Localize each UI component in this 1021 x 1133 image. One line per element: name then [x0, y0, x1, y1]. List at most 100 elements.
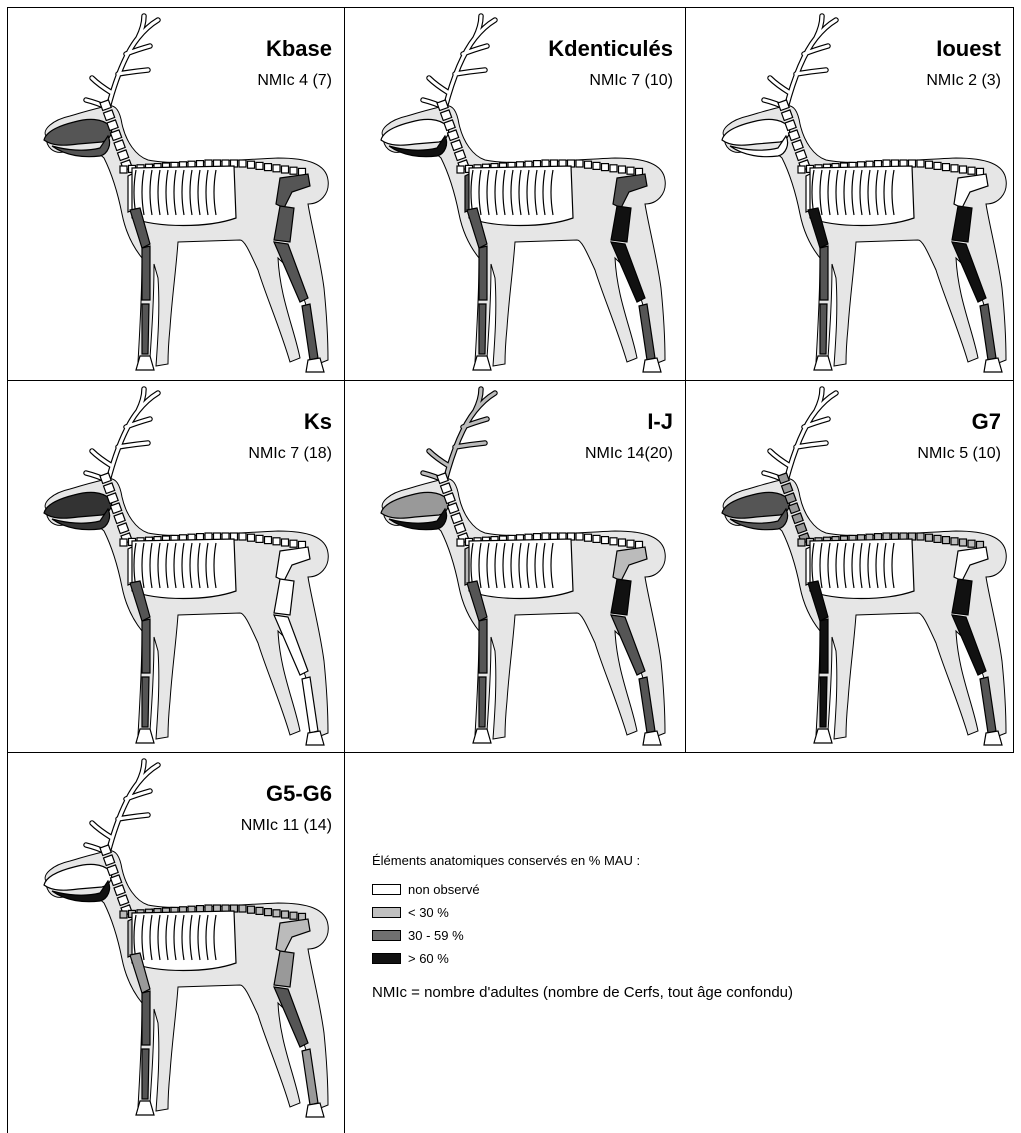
deer-skeleton-diagram [686, 381, 1021, 753]
panel-nmic: NMIc 11 (14) [241, 817, 332, 835]
vertebra [265, 909, 272, 916]
panel-nmic: NMIc 2 (3) [926, 72, 1001, 90]
panel-title: Kdenticulés [548, 36, 673, 62]
legend-swatch [372, 884, 401, 895]
vertebra [576, 160, 583, 167]
vertebra [968, 167, 975, 174]
vertebra [585, 161, 592, 168]
rib-cage [132, 911, 236, 971]
vertebra [627, 167, 634, 174]
vertebra [256, 162, 263, 169]
vertebra [239, 533, 246, 540]
vertebra [968, 540, 975, 547]
vertebra [239, 160, 246, 167]
rib-cage [469, 166, 573, 226]
legend-label: > 60 % [408, 951, 449, 966]
vertebra [248, 161, 255, 168]
vertebra [934, 535, 941, 542]
vertebra [934, 162, 941, 169]
metacarpal [142, 304, 149, 354]
vertebra [960, 539, 967, 546]
metacarpal [820, 304, 827, 354]
panel-title: G7 [972, 409, 1001, 435]
deer-skeleton-diagram [345, 381, 685, 753]
vertebra [926, 534, 933, 541]
vertebra [248, 906, 255, 913]
vertebra [585, 534, 592, 541]
vertebra [248, 534, 255, 541]
vertebra [610, 165, 617, 172]
vertebra [943, 164, 950, 171]
vertebra [457, 166, 464, 173]
legend-label: 30 - 59 % [408, 928, 464, 943]
vertebra [256, 535, 263, 542]
vertebra [619, 539, 626, 546]
vertebra [926, 161, 933, 168]
legend-swatch [372, 907, 401, 918]
panel-title: Ks [304, 409, 332, 435]
vertebra [610, 538, 617, 545]
vertebra [576, 533, 583, 540]
vertebra [290, 167, 297, 174]
legend-note: NMIc = nombre d'adultes (nombre de Cerfs… [372, 984, 793, 1001]
deer-skeleton-diagram [345, 8, 685, 380]
metacarpal [142, 1049, 149, 1099]
vertebra [290, 540, 297, 547]
vertebra [273, 538, 280, 545]
panel-title: Kbase [266, 36, 332, 62]
legend-item: > 60 % [372, 947, 793, 970]
panel-nmic: NMIc 14(20) [585, 445, 673, 463]
vertebra [265, 164, 272, 171]
vertebra [593, 162, 600, 169]
radius [479, 246, 487, 300]
deer-skeleton-diagram [8, 8, 348, 380]
rib-cage [132, 166, 236, 226]
vertebra [273, 910, 280, 917]
vertebra [273, 165, 280, 172]
vertebra [602, 537, 609, 544]
vertebra [602, 164, 609, 171]
deer-skeleton-diagram [8, 381, 348, 753]
metacarpal [142, 677, 149, 727]
vertebra [120, 911, 127, 918]
rib-cage [132, 539, 236, 599]
vertebra [917, 160, 924, 167]
vertebra [120, 539, 127, 546]
vertebra [282, 911, 289, 918]
rib-cage [810, 166, 914, 226]
vertebra [960, 166, 967, 173]
vertebra [943, 537, 950, 544]
metacarpal [479, 304, 486, 354]
radius [142, 619, 150, 673]
radius [820, 246, 828, 300]
legend-label: < 30 % [408, 905, 449, 920]
vertebra [798, 539, 805, 546]
vertebra [627, 540, 634, 547]
panel-nmic: NMIc 4 (7) [257, 72, 332, 90]
legend-item: 30 - 59 % [372, 924, 793, 947]
legend-label: non observé [408, 882, 480, 897]
metacarpal [820, 677, 827, 727]
radius [142, 991, 150, 1045]
legend-item: non observé [372, 878, 793, 901]
vertebra [457, 539, 464, 546]
vertebra [951, 538, 958, 545]
deer-skeleton-diagram [8, 753, 348, 1125]
vertebra [239, 905, 246, 912]
radius [479, 619, 487, 673]
vertebra [282, 166, 289, 173]
radius [142, 246, 150, 300]
vertebra [798, 166, 805, 173]
panel-nmic: NMIc 5 (10) [917, 445, 1001, 463]
legend-item: < 30 % [372, 901, 793, 924]
deer-skeleton-diagram [686, 8, 1021, 380]
legend-swatch [372, 930, 401, 941]
panel-nmic: NMIc 7 (18) [248, 445, 332, 463]
vertebra [917, 533, 924, 540]
